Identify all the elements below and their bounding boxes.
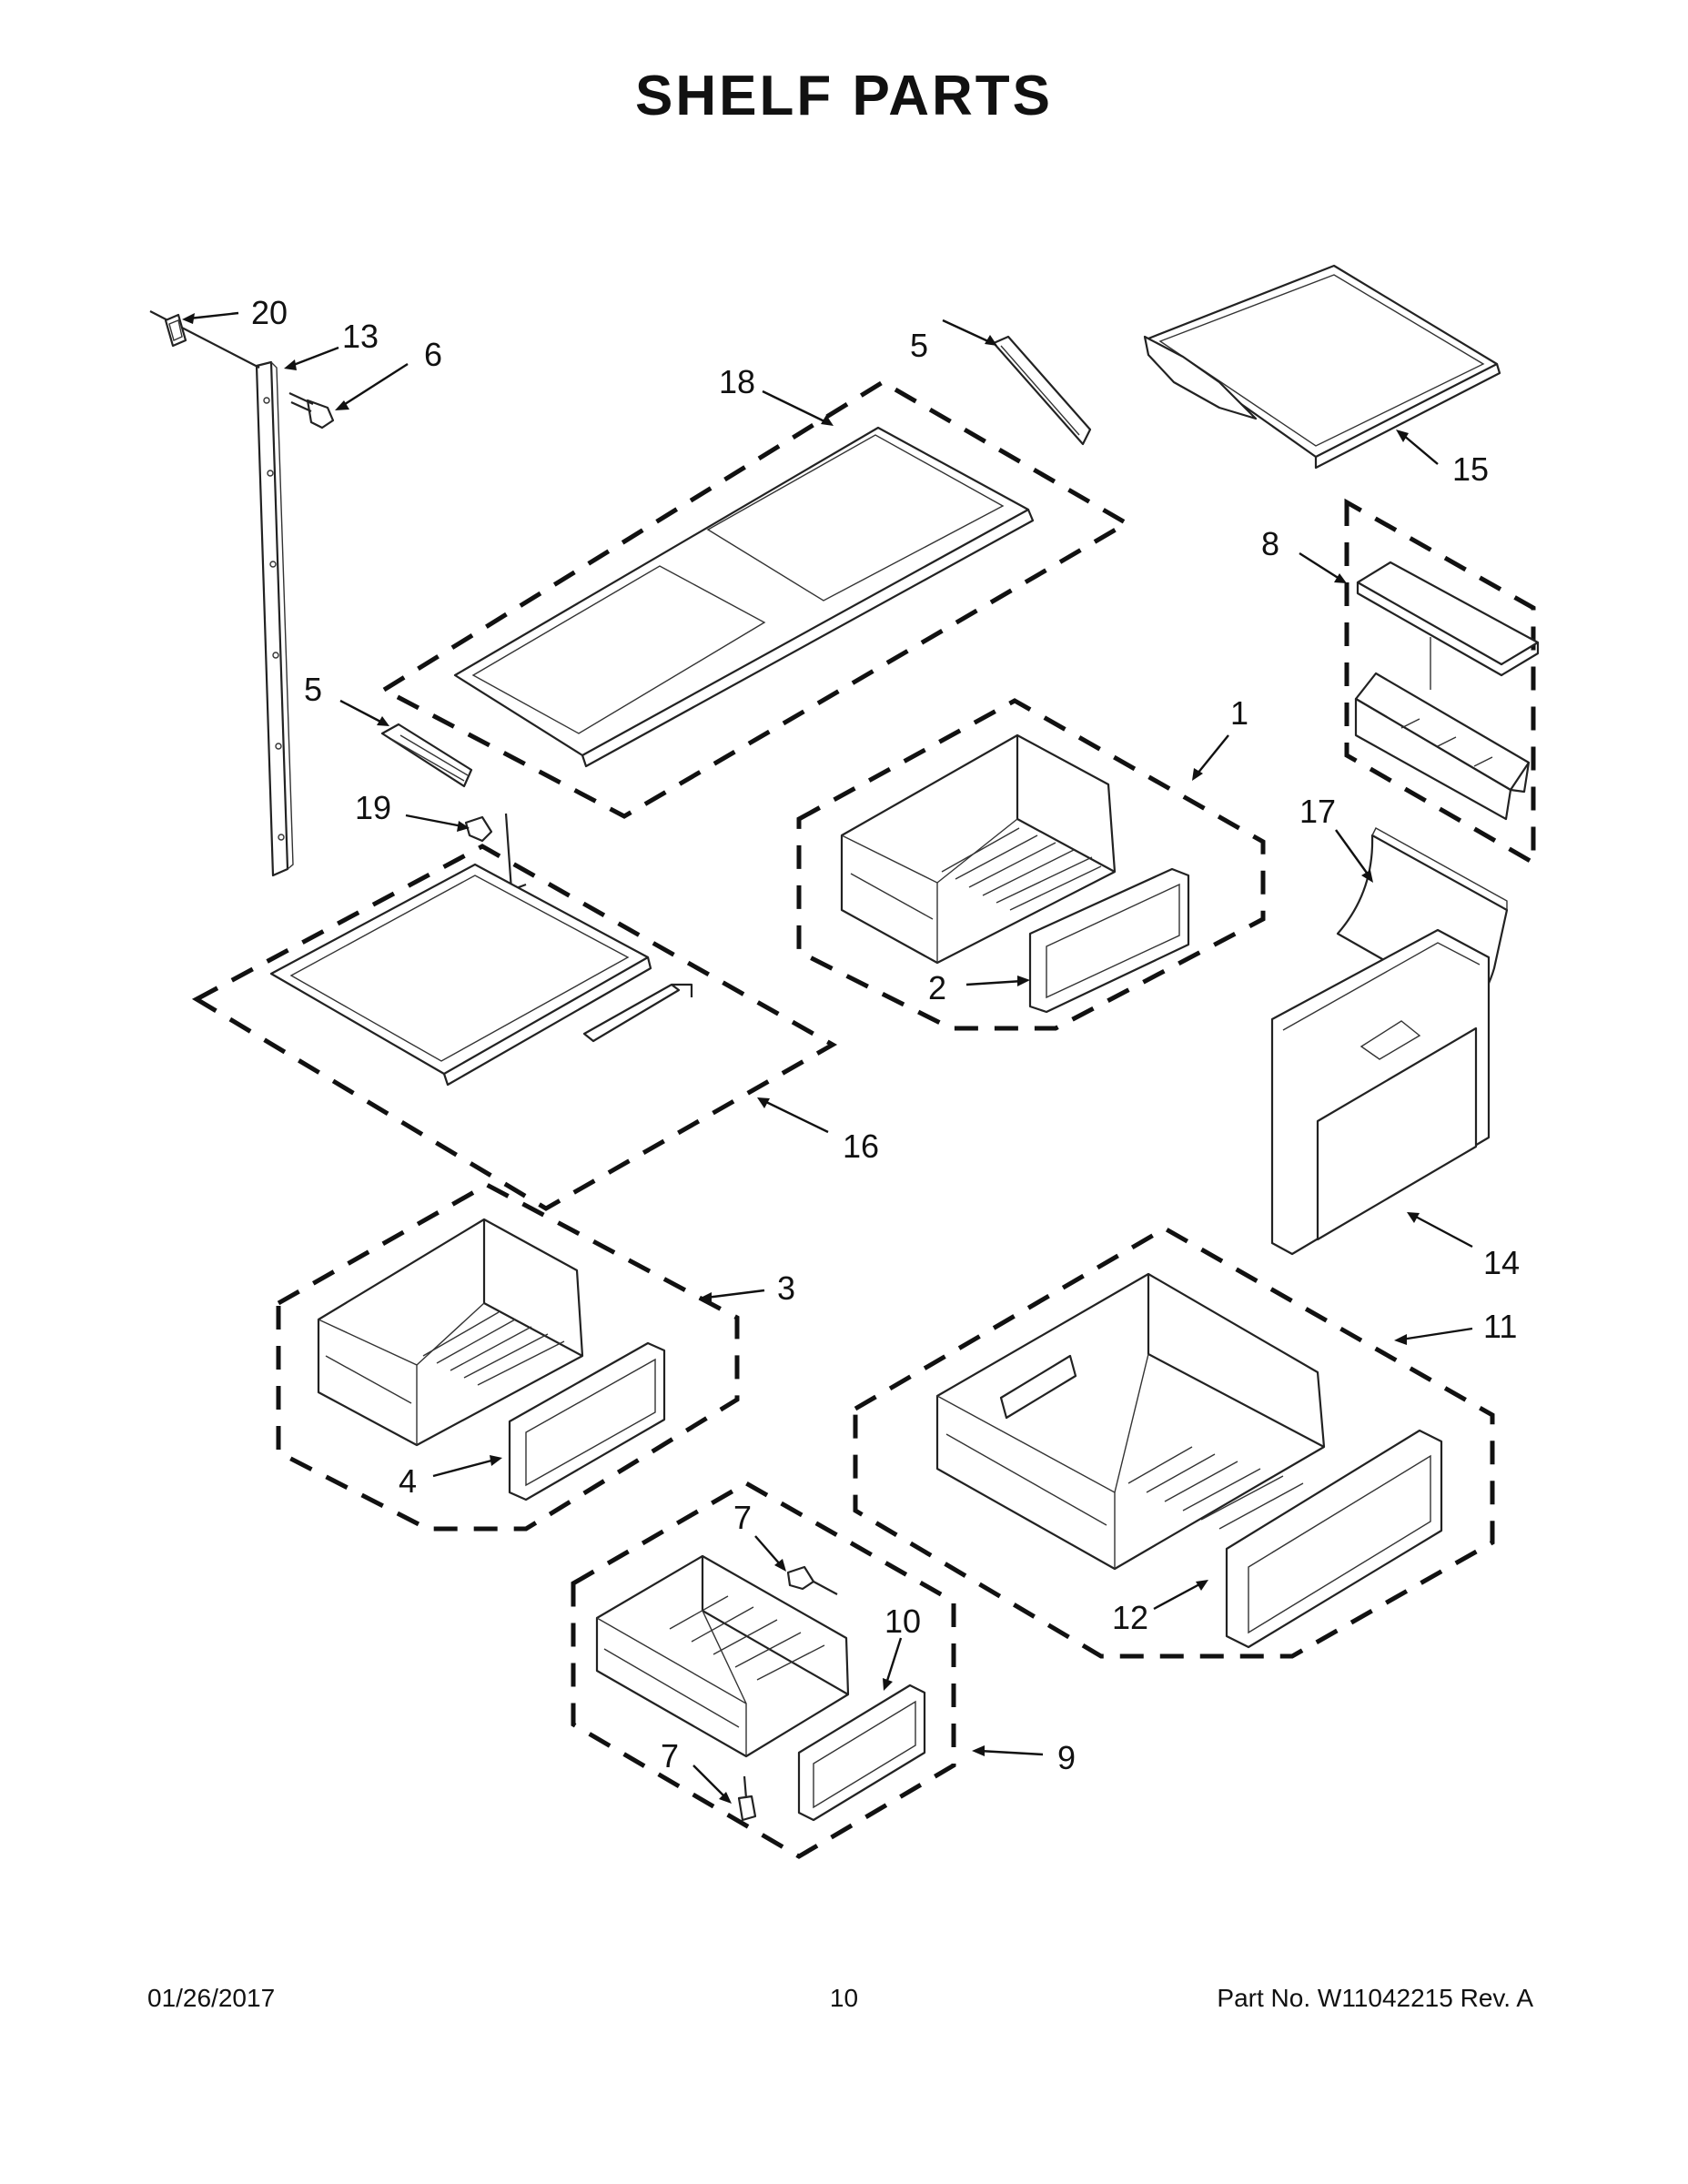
- part-7-screw-bottom: [737, 1775, 757, 1822]
- callout-19: 19: [355, 789, 391, 826]
- part-15-shelf: [1143, 264, 1501, 470]
- part-9-deli-drawer: [595, 1554, 850, 1758]
- part-18-glass-shelf: [453, 426, 1035, 768]
- callout-15: 15: [1452, 450, 1489, 488]
- callout-13: 13: [342, 318, 379, 355]
- part-1-crisper-drawer: [840, 733, 1117, 965]
- callout-10: 10: [884, 1603, 921, 1640]
- part-20-clip: [149, 310, 260, 369]
- page-title: SHELF PARTS: [635, 65, 1053, 127]
- part-7-screw-top: [786, 1565, 838, 1595]
- callout-4: 4: [399, 1462, 417, 1500]
- callout-16: 16: [843, 1127, 879, 1165]
- part-16-group-outline: [191, 844, 838, 1211]
- part-11-group-outline: [853, 1226, 1495, 1659]
- callout-20: 20: [251, 294, 288, 331]
- part-5-end-cap-top: [992, 335, 1092, 446]
- callout-7-top: 7: [733, 1499, 752, 1536]
- footer-part-number: Part No. W11042215 Rev. A: [1217, 1984, 1533, 2012]
- part-14-door-bin: [1270, 928, 1491, 1256]
- part-3-group-outline: [276, 1182, 740, 1532]
- callout-arrows: [182, 311, 1473, 1804]
- part-10-drawer-front: [797, 1684, 926, 1822]
- part-12-drawer-front: [1225, 1429, 1443, 1649]
- part-11-pantry-drawer: [935, 1272, 1326, 1571]
- callout-5-left: 5: [304, 671, 322, 708]
- part-1-group-outline: [796, 698, 1266, 1031]
- part-13-shelf-track: [255, 360, 294, 877]
- callout-1: 1: [1230, 694, 1248, 732]
- part-2-drawer-front: [1028, 867, 1190, 1014]
- callout-18: 18: [719, 363, 755, 400]
- footer-page-number: 10: [829, 1984, 859, 2012]
- part-16-glass-shelf: [269, 863, 693, 1087]
- part-18-group-outline: [379, 379, 1131, 819]
- callout-11: 11: [1483, 1308, 1517, 1345]
- part-8-group-outline: [1344, 498, 1536, 867]
- callout-labels: 20 13 6 18 5 15 8 5 1 19 17 2 16 14 3 11…: [251, 294, 1520, 1776]
- callout-6: 6: [424, 336, 442, 373]
- callout-5-top: 5: [910, 327, 928, 364]
- callout-8: 8: [1261, 525, 1279, 562]
- part-8-dairy-bin: [1354, 561, 1540, 821]
- callout-3: 3: [777, 1269, 795, 1307]
- callout-9: 9: [1057, 1739, 1076, 1776]
- callout-12: 12: [1112, 1599, 1148, 1636]
- part-6-screw: [288, 392, 335, 430]
- part-3-crisper-drawer: [317, 1218, 584, 1447]
- part-4-drawer-front: [508, 1341, 666, 1502]
- callout-7-bottom: 7: [661, 1737, 679, 1774]
- part-5-end-cap-left: [380, 723, 473, 788]
- callout-14: 14: [1483, 1244, 1520, 1281]
- part-9-group-outline: [571, 1481, 956, 1859]
- callout-2: 2: [928, 969, 946, 1006]
- footer-date: 01/26/2017: [147, 1984, 276, 2012]
- callout-17: 17: [1299, 793, 1336, 830]
